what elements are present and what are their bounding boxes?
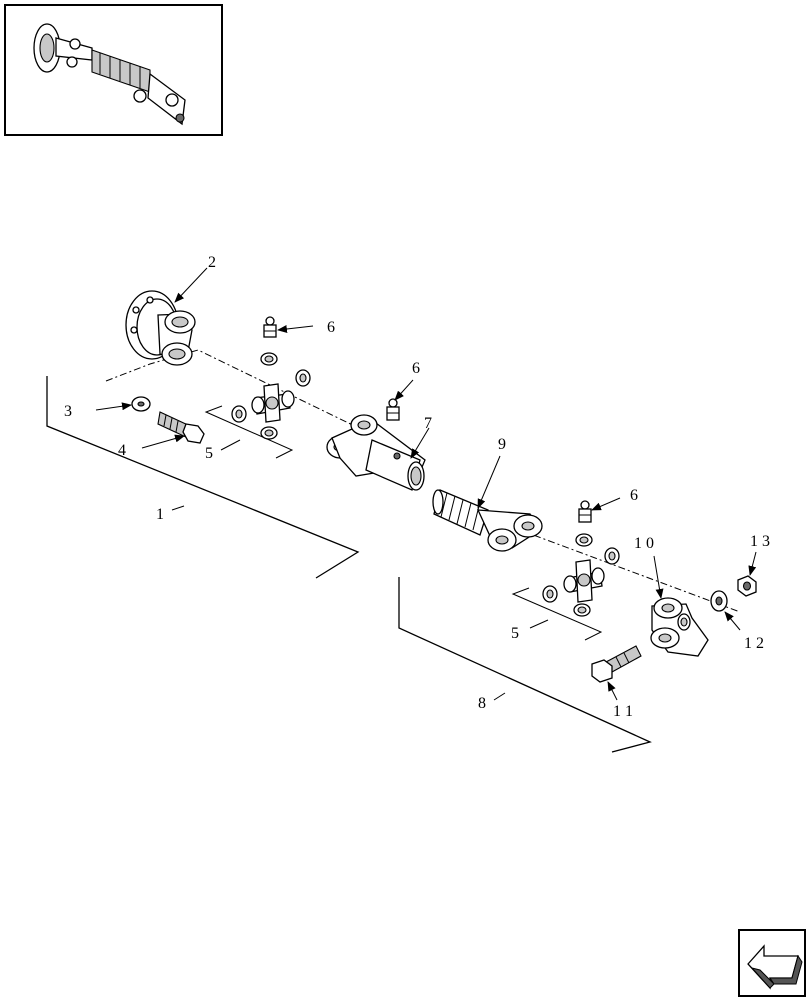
leader-lines xyxy=(95,267,757,701)
callout-8: 8 xyxy=(478,695,486,712)
callout-4: 4 xyxy=(118,442,126,459)
splined-yoke-part-9 xyxy=(432,489,543,552)
bracket-assembly-8 xyxy=(398,577,652,753)
bolt-part-4 xyxy=(157,411,205,444)
centerline-lower xyxy=(519,529,741,613)
washer-part-12 xyxy=(710,590,728,612)
callout-2: 2 xyxy=(208,254,216,271)
callout-1: 1 xyxy=(156,506,164,523)
bracket-kit-5-lower xyxy=(511,587,603,641)
yoke-part-10 xyxy=(650,597,709,657)
callout-12: 1 2 xyxy=(744,635,764,652)
bracket-assembly-1 xyxy=(46,376,360,579)
callout-6-lower: 6 xyxy=(630,487,638,504)
cross-kit-part-5-upper xyxy=(231,352,311,440)
callout-10: 1 0 xyxy=(634,535,654,552)
callout-6-middle: 6 xyxy=(412,360,420,377)
callout-11: 1 1 xyxy=(613,703,633,720)
grease-fitting-part-6-c xyxy=(578,500,592,523)
grease-fitting-part-6-b xyxy=(386,398,400,421)
callout-7: 7 xyxy=(424,415,432,432)
callout-9: 9 xyxy=(498,436,506,453)
bolt-part-11 xyxy=(591,645,642,683)
cross-kit-part-5-lower xyxy=(542,533,620,617)
back-arrow-icon[interactable] xyxy=(738,929,806,997)
callout-6-upper: 6 xyxy=(327,319,335,336)
tube-yoke-part-7 xyxy=(326,414,426,491)
bracket-kit-5-upper xyxy=(204,405,294,459)
assembly-thumbnail xyxy=(4,4,223,136)
callout-5-lower: 5 xyxy=(511,625,519,642)
flange-yoke-part-2 xyxy=(125,290,196,366)
washer-part-3 xyxy=(131,396,151,412)
callout-3: 3 xyxy=(64,403,72,420)
grease-fitting-part-6-a xyxy=(263,316,277,338)
nut-part-13 xyxy=(737,575,757,597)
callout-5-upper: 5 xyxy=(205,445,213,462)
callout-13: 1 3 xyxy=(750,533,770,550)
